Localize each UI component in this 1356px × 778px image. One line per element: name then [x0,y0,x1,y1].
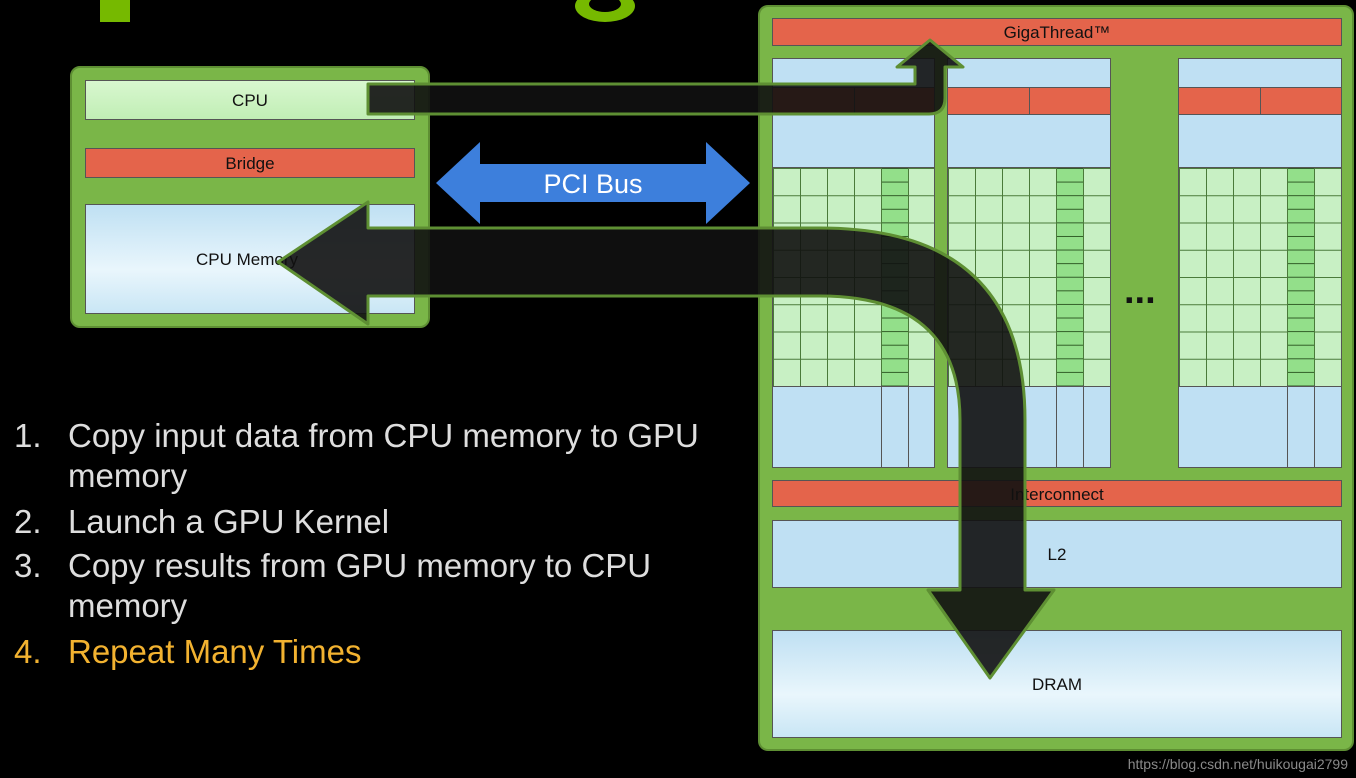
step-text: Repeat Many Times [68,633,362,670]
bridge-label: Bridge [225,154,275,173]
dram-label: DRAM [1031,675,1083,694]
watermark-url: https://blog.csdn.net/huikougai2799 [1127,756,1348,772]
sm-divider [1083,385,1084,467]
step-3: 3. Copy results from GPU memory to CPU me… [14,546,651,626]
cpu-label: CPU [232,91,268,110]
sm-register-bar [948,87,1110,115]
step-number: 3. [14,547,42,584]
step-number: 4. [14,633,42,670]
sm-core-grid [1179,167,1341,387]
title-glyph-fragments [100,0,635,22]
cpu-box: CPU [85,80,415,120]
sm-divider [881,385,882,467]
step-2: 2. Launch a GPU Kernel [14,502,389,542]
step-1: 1. Copy input data from CPU memory to GPU… [14,416,699,496]
sm-ellipsis: ... [1124,270,1156,312]
sm-column-3 [1178,58,1342,468]
cpu-to-gigathread-arrow [366,38,965,116]
sm-divider [1056,385,1057,467]
pci-bus-arrow: PCI Bus [436,142,750,224]
step-text-continued: memory [68,457,188,494]
step-text-continued: memory [68,587,188,624]
gigathread-bar: GigaThread™ [772,18,1342,46]
cpu-memory-label: CPU Memory [196,250,299,269]
dram-box: DRAM [772,630,1342,738]
l2-box: L2 [772,520,1342,588]
step-number: 1. [14,417,42,454]
gigathread-label: GigaThread™ [1003,23,1111,42]
slide-title-fragment [100,0,660,30]
interconnect-label: Interconnect [1010,485,1104,504]
step-text: Copy input data from CPU memory to GPU [68,417,699,454]
sm-divider [1287,385,1288,467]
memory-dram-arrow [276,200,1056,680]
bridge-bar: Bridge [85,148,415,178]
sm-load-store-units [1057,168,1083,386]
step-text: Launch a GPU Kernel [68,503,390,540]
l2-label: L2 [1047,545,1067,564]
pci-bus-label: PCI Bus [543,169,642,199]
sm-divider [908,385,909,467]
step-number: 2. [14,503,42,540]
sm-register-bar [1179,87,1341,115]
sm-load-store-units [1288,168,1314,386]
step-4: 4. Repeat Many Times [14,632,361,672]
interconnect-bar: Interconnect [772,480,1342,507]
sm-divider [1314,385,1315,467]
step-text: Copy results from GPU memory to CPU [68,547,652,584]
